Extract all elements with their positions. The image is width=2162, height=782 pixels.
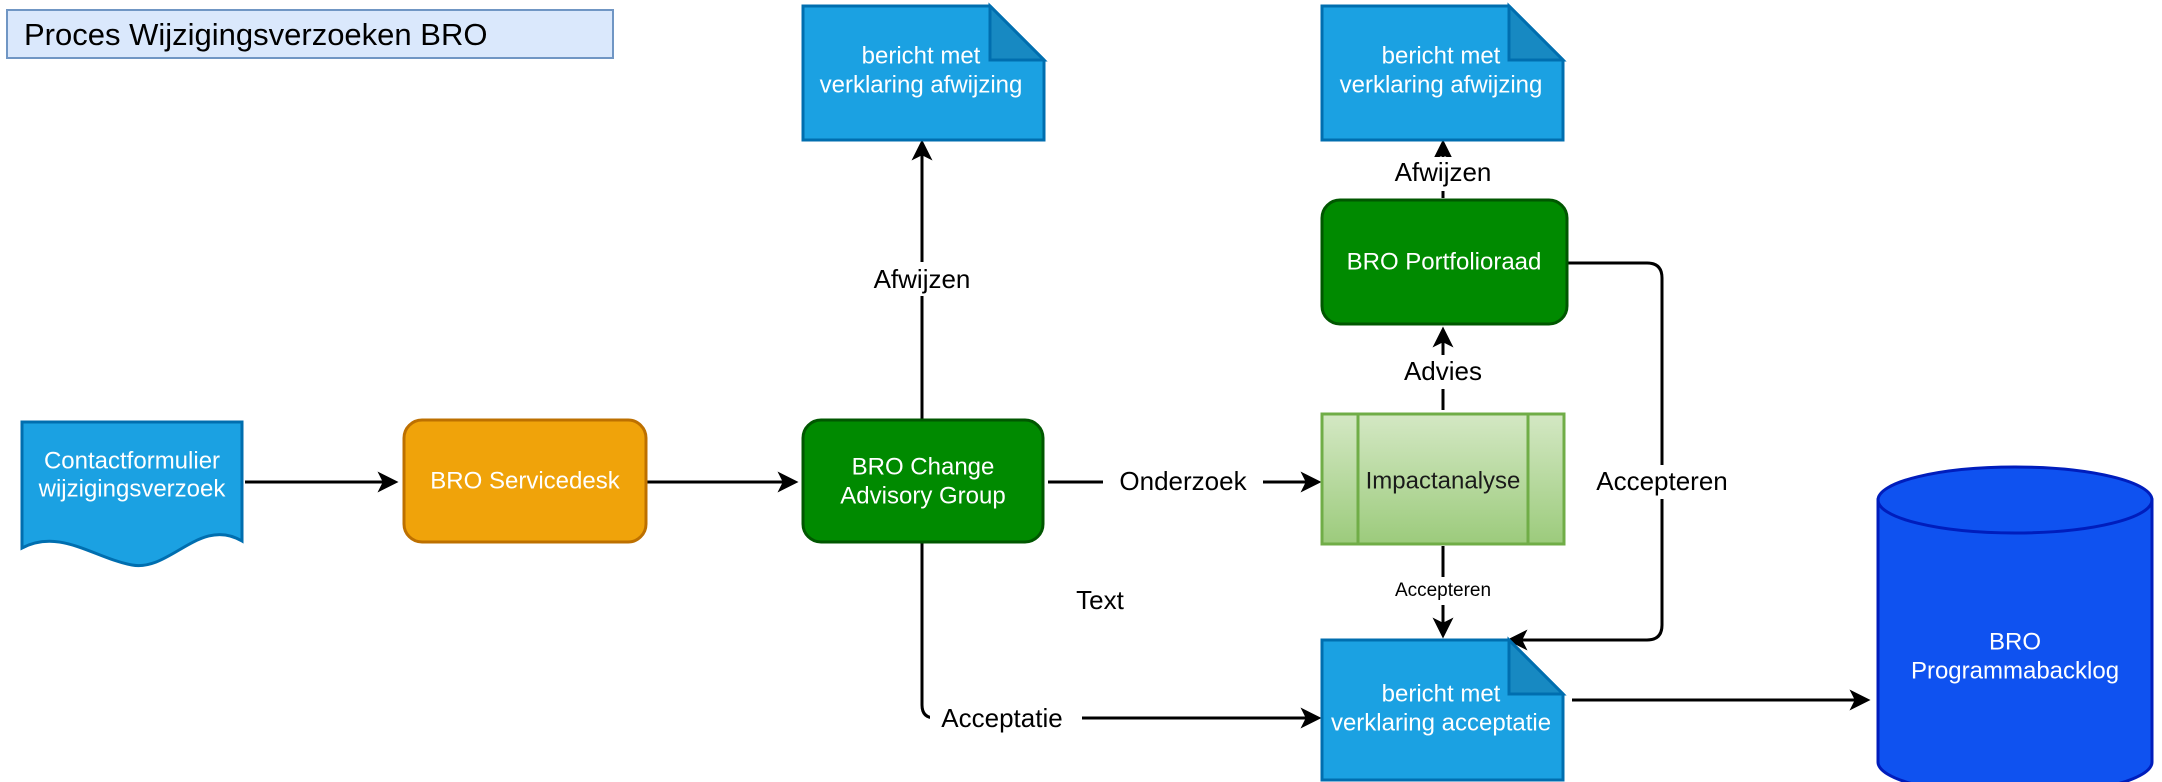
edge-label-advies: Advies: [1404, 356, 1482, 386]
edge-cag-to-afwijzing-note: Afwijzen: [858, 139, 986, 438]
node-acceptatie-note-line1: bericht met: [1382, 680, 1501, 707]
edge-label-accepteren-right: Accepteren: [1596, 466, 1728, 496]
node-bro-servicedesk[interactable]: BRO Servicedesk: [402, 418, 648, 544]
node-impactanalyse-label: Impactanalyse: [1366, 467, 1521, 494]
node-bro-change-advisory-group[interactable]: BRO Change Advisory Group: [801, 418, 1045, 544]
edge-label-accepteren-down: Accepteren: [1395, 580, 1491, 601]
edge-label-free-text: Text: [1076, 585, 1124, 615]
node-afwijzing-note-left[interactable]: bericht met verklaring afwijzing: [801, 2, 1048, 142]
node-afwijzing-note-right-line2: verklaring afwijzing: [1340, 71, 1543, 98]
node-acceptatie-note[interactable]: bericht met verklaring acceptatie: [1320, 636, 1567, 782]
node-afwijzing-note-right-line1: bericht met: [1382, 42, 1501, 69]
edge-portfolioraad-to-afwijzing-note: Afwijzen: [1378, 139, 1510, 198]
edge-impactanalyse-to-acceptatie-note: Accepteren: [1378, 546, 1510, 639]
diagram-title-box: Proces Wijzigingsverzoeken BRO: [6, 9, 614, 59]
edge-portfolioraad-to-acceptatie-note: Accepteren: [1506, 261, 1738, 651]
edge-cag-to-impactanalyse: Onderzoek: [1048, 465, 1322, 499]
node-contactformulier[interactable]: Contactformulier wijzigingsverzoek: [20, 420, 244, 568]
edge-label-afwijzen-left: Afwijzen: [874, 264, 971, 294]
node-bro-portfolioraad-label: BRO Portfolioraad: [1347, 248, 1542, 275]
node-acceptatie-note-line2: verklaring acceptatie: [1331, 709, 1551, 736]
node-contactformulier-line1: Contactformulier: [44, 447, 220, 474]
node-bro-servicedesk-label: BRO Servicedesk: [430, 467, 620, 494]
node-cag-line1: BRO Change: [852, 453, 995, 480]
edge-label-onderzoek: Onderzoek: [1119, 466, 1247, 496]
edge-label-afwijzen-right: Afwijzen: [1395, 157, 1492, 187]
node-impactanalyse[interactable]: Impactanalyse: [1320, 412, 1566, 546]
node-afwijzing-note-left-line1: bericht met: [862, 42, 981, 69]
node-bro-portfolioraad[interactable]: BRO Portfolioraad: [1320, 198, 1569, 326]
node-contactformulier-line2: wijzigingsverzoek: [38, 475, 227, 502]
node-afwijzing-note-right[interactable]: bericht met verklaring afwijzing: [1320, 2, 1567, 142]
edge-cag-to-acceptatie-note: Acceptatie: [920, 528, 1322, 736]
node-bro-programmabacklog[interactable]: BRO Programmabacklog: [1876, 465, 2154, 782]
edge-impactanalyse-to-portfolioraad: Advies: [1390, 326, 1498, 410]
node-afwijzing-note-left-line2: verklaring afwijzing: [820, 71, 1023, 98]
node-cag-line2: Advisory Group: [840, 482, 1005, 509]
node-programmabacklog-line1: BRO: [1989, 628, 2041, 655]
edge-label-acceptatie: Acceptatie: [941, 703, 1062, 733]
node-programmabacklog-line2: Programmabacklog: [1911, 657, 2119, 684]
page-title: Proces Wijzigingsverzoeken BRO: [24, 16, 488, 52]
